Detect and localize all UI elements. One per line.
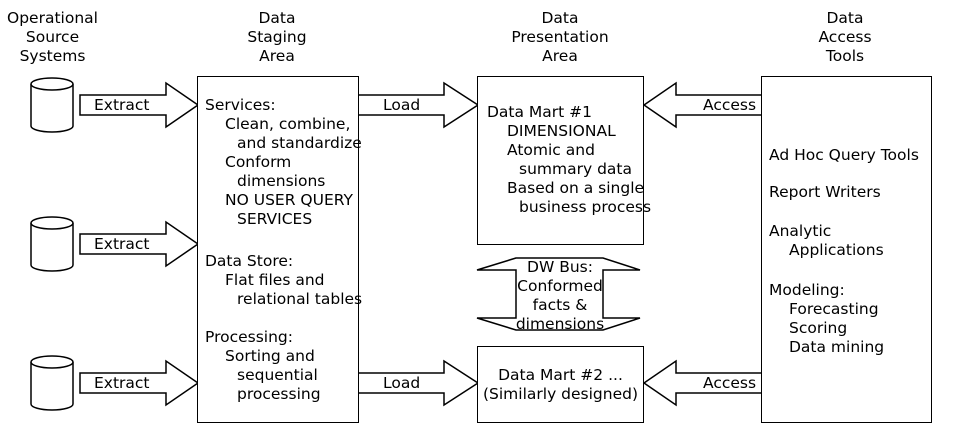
services-line: SERVICES [237, 210, 313, 228]
staging-services: Services: Clean, combine, and standardiz… [205, 96, 362, 229]
access-label-2: Access [703, 374, 757, 392]
mart1-line: DIMENSIONAL [507, 122, 616, 140]
data-mart-2-box [477, 346, 644, 423]
header-line: Data [826, 9, 864, 27]
services-line: Conform [225, 153, 292, 171]
header-line: Systems [19, 47, 86, 65]
header-source-systems: Operational Source Systems [0, 9, 105, 66]
header-line: Source [25, 28, 80, 46]
services-title: Services: [205, 96, 276, 114]
load-label-1: Load [383, 96, 421, 114]
staging-area-box [197, 76, 359, 423]
dw-bus-text: DW Bus: Conformed facts & dimensions [508, 258, 612, 334]
load-arrow-2 [357, 359, 480, 407]
tool-analytic-applications: Analytic Applications [769, 222, 884, 260]
mart2-line: Data Mart #2 ... [498, 366, 623, 384]
header-line: Area [542, 47, 578, 65]
mart1-title: Data Mart #1 [487, 103, 593, 121]
processing-title: Processing: [205, 328, 293, 346]
modeling-line: Scoring [789, 319, 848, 337]
tool-ad-hoc-query: Ad Hoc Query Tools [769, 146, 919, 164]
analytic-line: Applications [789, 241, 884, 259]
services-line: dimensions [237, 172, 326, 190]
header-line: Access [818, 28, 872, 46]
load-arrow-1 [357, 81, 480, 129]
header-line: Operational [7, 9, 98, 27]
access-tools-box [761, 76, 932, 423]
mart2-line: (Similarly designed) [482, 385, 639, 403]
modeling-line: Data mining [789, 338, 885, 356]
services-line: and standardize [237, 134, 362, 152]
source-database-icon-3 [30, 355, 74, 411]
mart1-line: summary data [519, 160, 632, 178]
data-mart-1-box [477, 76, 644, 245]
mart1-line: Atomic and [507, 141, 595, 159]
staging-data-store: Data Store: Flat files and relational ta… [205, 252, 362, 309]
extract-label-1: Extract [94, 96, 150, 114]
services-line: Clean, combine, [225, 115, 351, 133]
extract-label-3: Extract [94, 374, 150, 392]
analytic-line: Analytic [769, 222, 832, 240]
source-database-icon-2 [30, 216, 74, 272]
tool-report-writers: Report Writers [769, 183, 881, 201]
data-mart-1-text: Data Mart #1 DIMENSIONAL Atomic and summ… [487, 103, 651, 217]
header-staging-area: Data Staging Area [222, 9, 332, 66]
bus-line: Conformed [517, 277, 603, 295]
extract-arrow-3 [79, 359, 200, 407]
access-label-1: Access [703, 96, 757, 114]
load-label-2: Load [383, 374, 421, 392]
modeling-line: Forecasting [789, 300, 879, 318]
access-arrow-2 [642, 359, 763, 407]
extract-arrow-1 [79, 81, 200, 129]
staging-processing: Processing: Sorting and sequential proce… [205, 328, 321, 404]
data-mart-2-text: Data Mart #2 ... (Similarly designed) [477, 366, 644, 404]
processing-line: Sorting and [225, 347, 315, 365]
header-line: Area [259, 47, 295, 65]
mart1-line: Based on a single [507, 179, 645, 197]
extract-label-2: Extract [94, 235, 150, 253]
header-line: Data [258, 9, 296, 27]
tool-modeling: Modeling: Forecasting Scoring Data minin… [769, 281, 884, 357]
bus-line: facts & [532, 296, 588, 314]
header-line: Staging [247, 28, 307, 46]
access-arrow-1 [642, 81, 763, 129]
processing-line: processing [237, 385, 321, 403]
store-line: relational tables [237, 290, 363, 308]
header-access-tools: Data Access Tools [795, 9, 895, 66]
source-database-icon-1 [30, 77, 74, 133]
mart1-line: business process [519, 198, 652, 216]
store-title: Data Store: [205, 252, 294, 270]
header-line: Presentation [511, 28, 609, 46]
modeling-title: Modeling: [769, 281, 845, 299]
store-line: Flat files and [225, 271, 325, 289]
dw-bus-arrow [476, 257, 641, 331]
header-presentation-area: Data Presentation Area [505, 9, 615, 66]
header-line: Tools [825, 47, 865, 65]
services-line: NO USER QUERY [225, 191, 353, 209]
extract-arrow-2 [79, 220, 200, 268]
header-line: Data [541, 9, 579, 27]
bus-line: DW Bus: [527, 258, 593, 276]
bus-line: dimensions [515, 315, 605, 333]
processing-line: sequential [237, 366, 318, 384]
